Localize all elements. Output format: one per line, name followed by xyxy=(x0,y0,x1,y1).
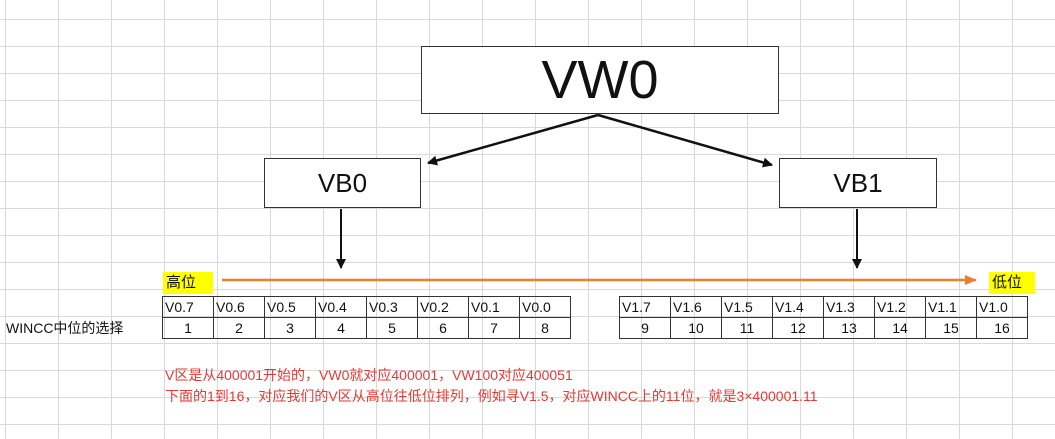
wincc-bit-number: 8 xyxy=(519,317,571,339)
wincc-bit-number: 12 xyxy=(772,317,824,339)
bit-cell: V0.4 xyxy=(315,296,367,318)
bit-cell: V1.6 xyxy=(670,296,722,318)
bit-cell: V1.3 xyxy=(823,296,875,318)
byte-left-label: VB0 xyxy=(317,167,368,198)
bit-cell: V1.7 xyxy=(619,296,671,318)
wincc-bit-number: 4 xyxy=(315,317,367,339)
bit-cell: V1.0 xyxy=(976,296,1028,318)
bit-cell: V0.1 xyxy=(468,296,520,318)
bit-table-vb0: V0.7 V0.6 V0.5 V0.4 V0.3 V0.2 V0.1 V0.0 … xyxy=(162,296,571,339)
wincc-bit-number: 1 xyxy=(162,317,214,339)
bit-cell: V1.5 xyxy=(721,296,773,318)
wincc-bit-number: 5 xyxy=(366,317,418,339)
byte-box-vb0: VB0 xyxy=(264,158,421,208)
wincc-bit-number: 14 xyxy=(874,317,926,339)
wincc-bit-number: 6 xyxy=(417,317,469,339)
wincc-bit-number: 10 xyxy=(670,317,722,339)
byte-box-vb1: VB1 xyxy=(779,158,937,208)
bit-table-vb1: V1.7 V1.6 V1.5 V1.4 V1.3 V1.2 V1.1 V1.0 … xyxy=(619,296,1028,339)
wincc-bit-number: 16 xyxy=(976,317,1028,339)
wincc-row-label: WINCC中位的选择 xyxy=(6,320,124,336)
bit-cell: V1.2 xyxy=(874,296,926,318)
bit-cell: V0.6 xyxy=(213,296,265,318)
high-bit-label: 高位 xyxy=(163,272,213,294)
wincc-bit-number: 9 xyxy=(619,317,671,339)
wincc-bit-number: 2 xyxy=(213,317,265,339)
arrow-vw0-to-vb1 xyxy=(597,113,773,168)
low-bit-label: 低位 xyxy=(989,272,1035,294)
word-box-vw0: VW0 xyxy=(421,46,779,114)
wincc-bit-number: 11 xyxy=(721,317,773,339)
bit-cell: V0.7 xyxy=(162,296,214,318)
bit-cell: V0.5 xyxy=(264,296,316,318)
note-line-2: 下面的1到16，对应我们的V区从高位往低位排列，例如寻V1.5，对应WINCC上… xyxy=(165,388,818,404)
word-label: VW0 xyxy=(541,50,659,110)
note-line-1: V区是从400001开始的，VW0就对应400001，VW100对应400051 xyxy=(165,367,573,383)
byte-right-label: VB1 xyxy=(833,167,883,198)
wincc-bit-number: 15 xyxy=(925,317,977,339)
wincc-bit-number: 7 xyxy=(468,317,520,339)
bit-cell: V1.4 xyxy=(772,296,824,318)
bit-cell: V0.3 xyxy=(366,296,418,318)
bit-cell: V0.0 xyxy=(519,296,571,318)
bit-cell: V0.2 xyxy=(417,296,469,318)
wincc-bit-number: 3 xyxy=(264,317,316,339)
bit-cell: V1.1 xyxy=(925,296,977,318)
wincc-bit-number: 13 xyxy=(823,317,875,339)
arrow-vw0-to-vb0 xyxy=(427,113,599,166)
